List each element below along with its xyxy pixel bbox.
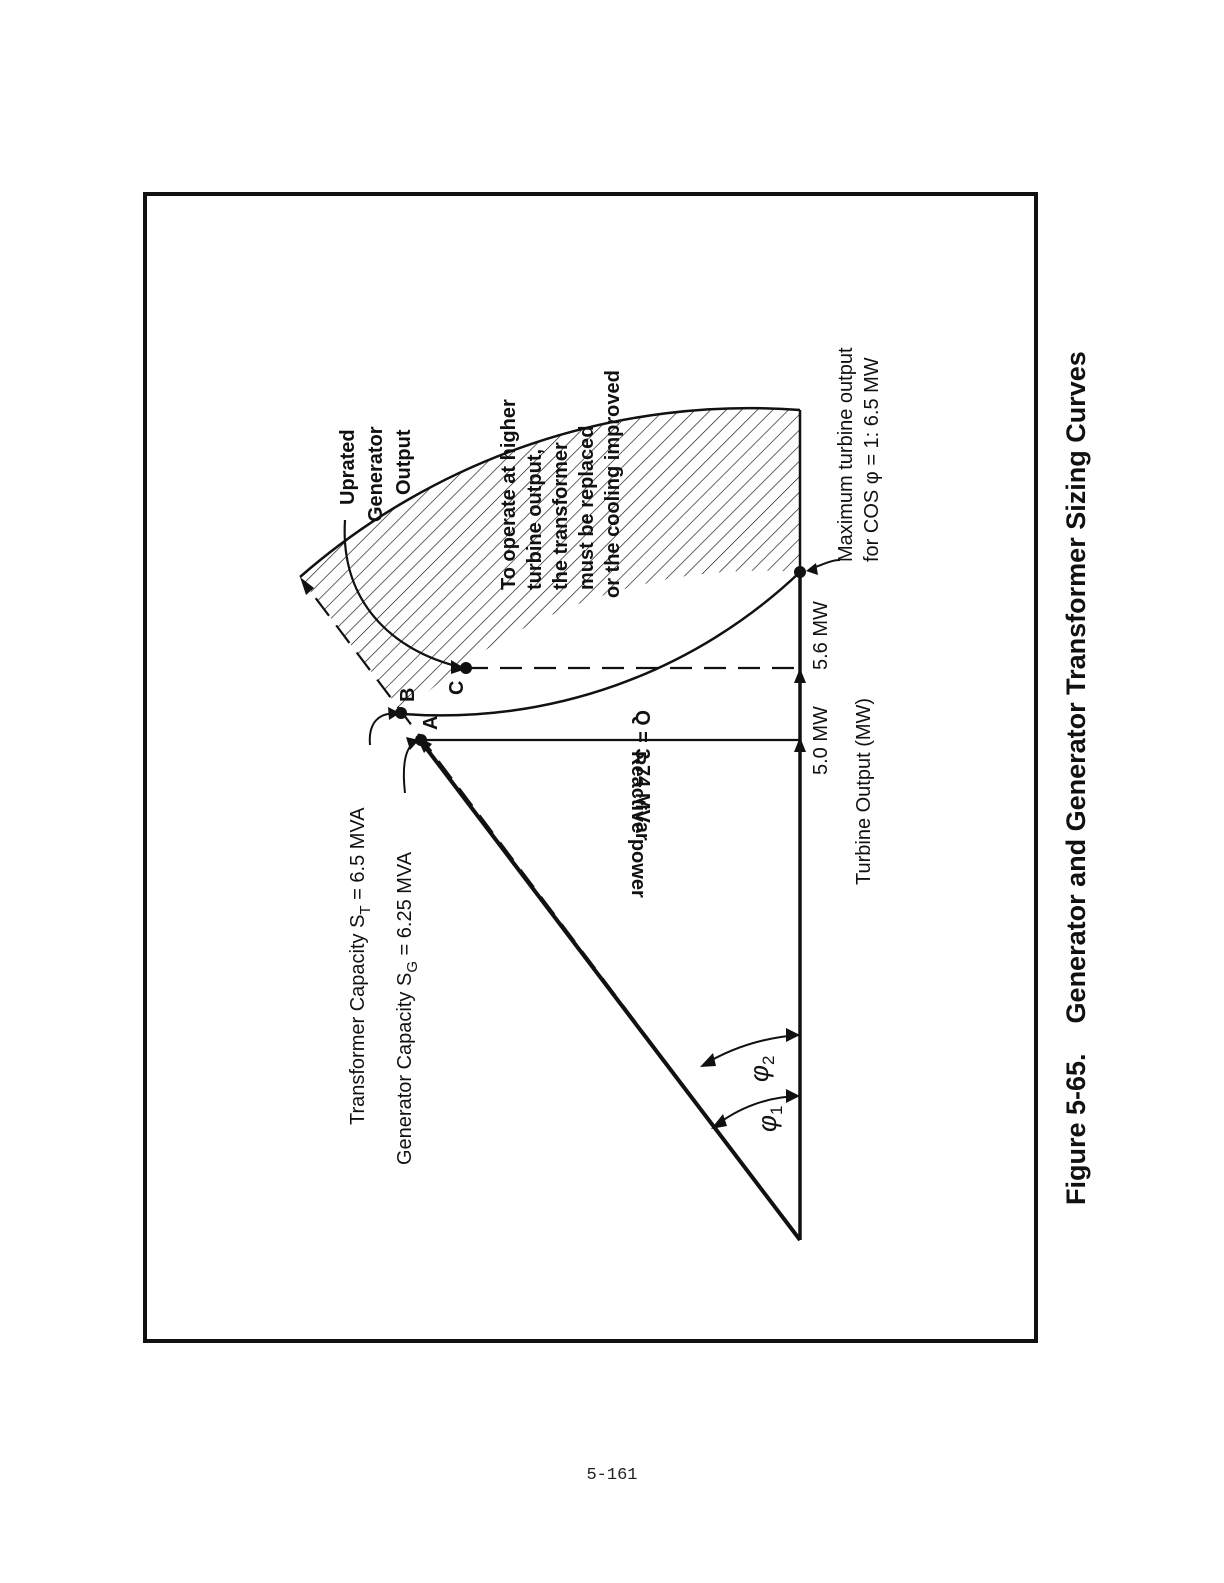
outer-arc <box>299 406 801 578</box>
arrow-uprated <box>300 577 314 595</box>
phi2-arrow-a <box>700 1053 716 1067</box>
max-output-line1: Maximum turbine output <box>835 347 857 562</box>
point-a-dot <box>415 734 427 746</box>
phi1-label: φ1 <box>752 1106 786 1132</box>
phi2-arrow-b <box>786 1028 800 1042</box>
note-line2: turbine output, <box>524 449 546 590</box>
callout-b <box>368 712 397 746</box>
uprated-vector <box>304 583 801 1241</box>
mw-56-label: 5.6 MW <box>810 601 832 670</box>
uprated-line1: Uprated <box>337 429 359 505</box>
point-a-label: A <box>420 716 442 730</box>
mw-50-label: 5.0 MW <box>810 706 832 775</box>
phi2-arc <box>702 1034 801 1066</box>
inner-arc <box>402 571 801 717</box>
point-c-label: C <box>446 681 468 695</box>
q-value-label: Q = 3.74 MVar <box>631 710 653 841</box>
transformer-capacity-label: Transformer Capacity ST = 6.5 MVA <box>347 807 374 1125</box>
note-line4: must be replaced <box>576 425 598 590</box>
point-b-dot <box>395 707 407 719</box>
callout-a <box>402 741 416 794</box>
turbine-output-label: Turbine Output (MW) <box>853 698 875 885</box>
max-output-line2: for COS φ = 1: 6.5 MW <box>861 357 883 562</box>
figure-caption: Figure 5-65. Generator and Generator Tra… <box>1061 351 1091 1205</box>
callout-max-arrow <box>806 563 818 575</box>
callout-b-arrow <box>388 707 400 720</box>
arrow-56mw <box>794 668 806 683</box>
note-line3: the transformer <box>550 442 572 590</box>
generator-capacity-label: Generator Capacity SG = 6.25 MVA <box>394 851 421 1165</box>
phi1-arrow-a <box>711 1114 727 1129</box>
note-line5: or the cooling improved <box>602 370 624 598</box>
point-b-label: B <box>397 688 419 702</box>
phi2-label: φ2 <box>744 1056 778 1082</box>
callout-uprated <box>343 519 461 669</box>
reactive-power-label: Reactive power <box>627 751 649 898</box>
uprated-line3: Output <box>393 429 415 495</box>
hatched-region <box>300 408 800 714</box>
callout-a-arrow <box>406 737 419 750</box>
page-number: 5-161 <box>586 1466 638 1485</box>
uprated-line2: Generator <box>365 426 387 522</box>
arrow-5mw <box>794 737 806 752</box>
phi1-arrow-b <box>786 1089 800 1103</box>
note-line1: To operate at higher <box>498 399 520 590</box>
point-c-dot <box>460 662 472 674</box>
callout-uprated-arrow <box>451 660 466 674</box>
max-output-point <box>794 566 806 578</box>
figure-frame <box>143 192 1038 1343</box>
